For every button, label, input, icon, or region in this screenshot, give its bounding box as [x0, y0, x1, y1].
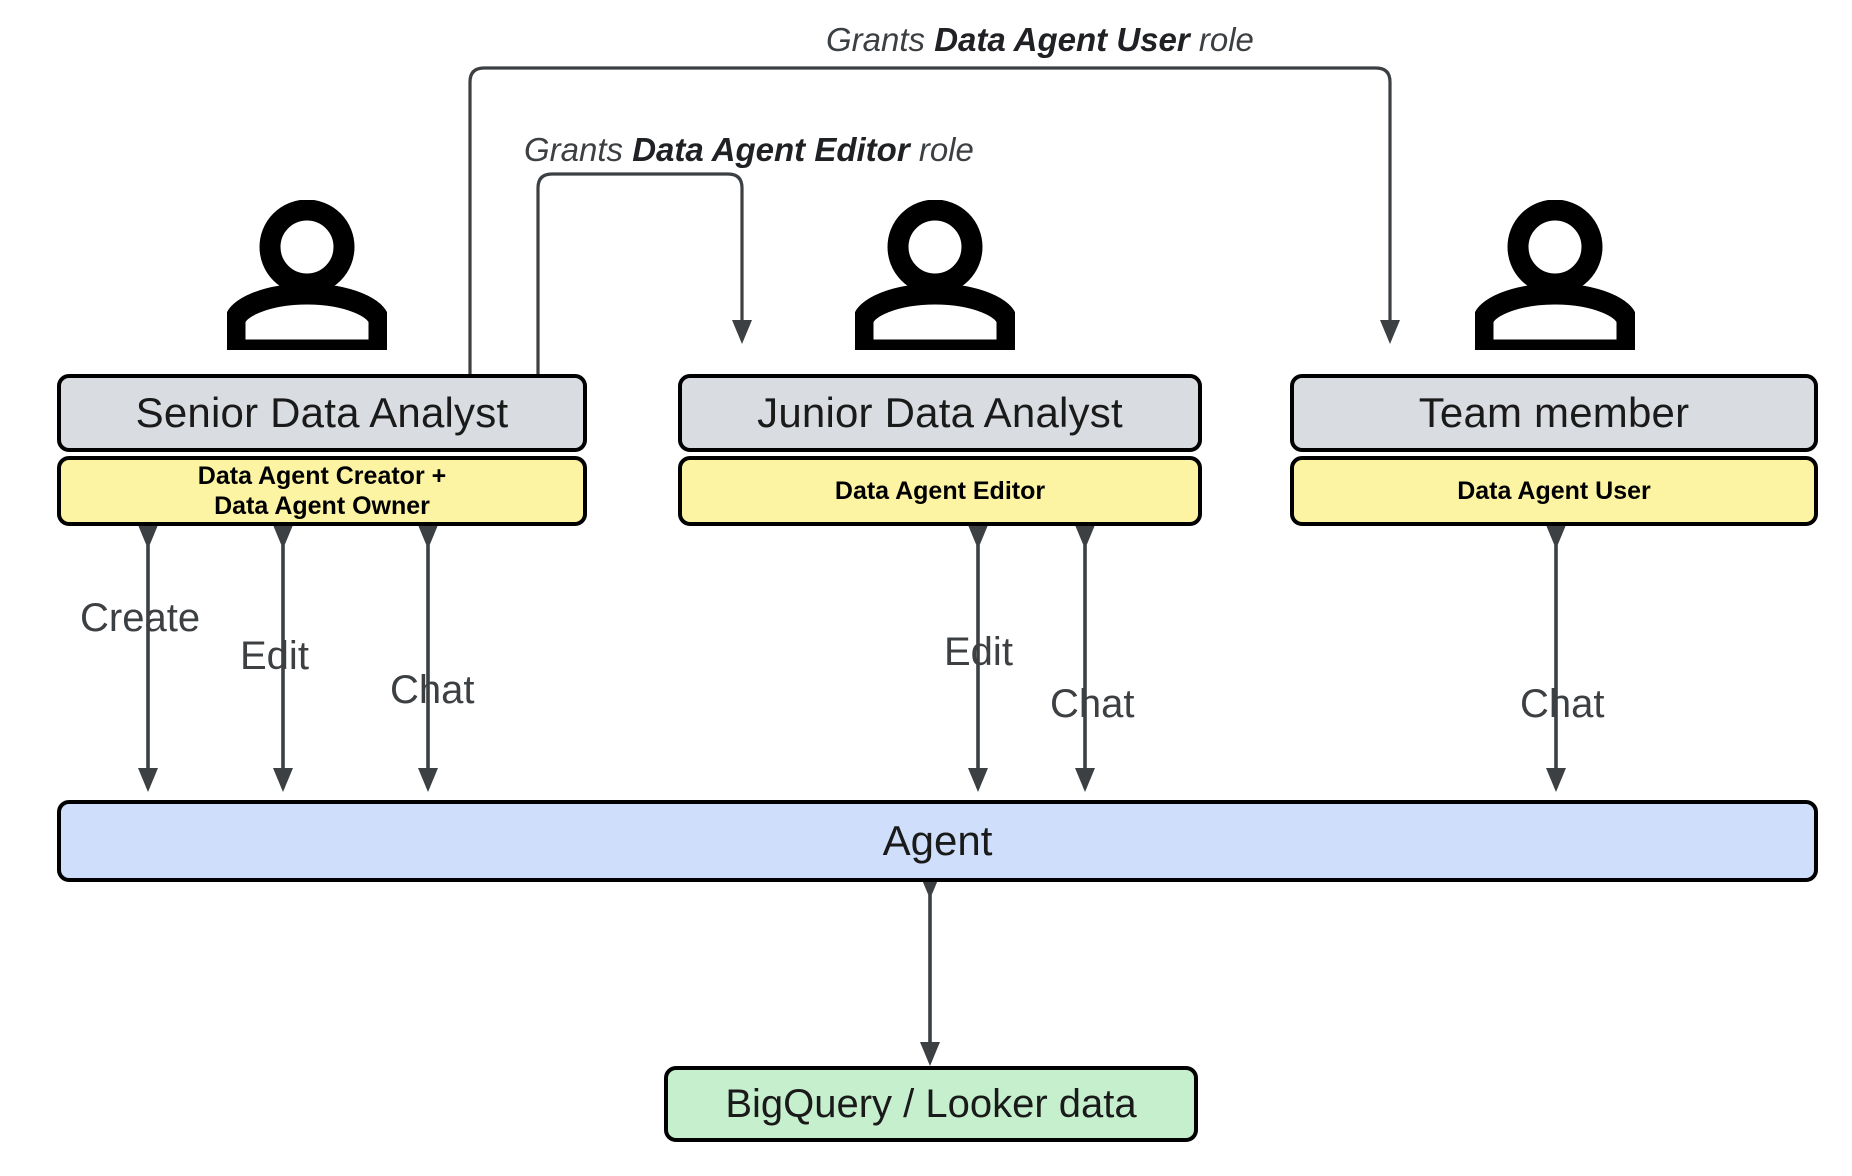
- action-text: Chat: [1520, 682, 1605, 726]
- action-text: Create: [80, 596, 201, 640]
- persona-title-label: Team member: [1418, 389, 1690, 436]
- action-label-team-chat: Chat: [1520, 682, 1605, 727]
- persona-title-team-member[interactable]: Team member: [1290, 374, 1818, 452]
- agent-label: Agent: [882, 817, 993, 864]
- persona-role-line2: Data Agent Owner: [214, 492, 430, 520]
- persona-role-line1: Data Agent Editor: [834, 476, 1046, 505]
- action-label-junior-edit: Edit: [944, 630, 1013, 675]
- action-label-junior-chat: Chat: [1050, 682, 1135, 727]
- person-icon: [852, 199, 1018, 361]
- grant-label-data-agent-editor: Grants Data Agent Editor role: [524, 131, 974, 169]
- persona-title-senior-data-analyst[interactable]: Senior Data Analyst: [57, 374, 587, 452]
- agent-box[interactable]: Agent: [57, 800, 1818, 882]
- data-source-box[interactable]: BigQuery / Looker data: [664, 1066, 1198, 1142]
- action-label-senior-edit: Edit: [240, 634, 309, 679]
- person-icon: [1472, 199, 1638, 361]
- connector-grants-data-agent-editor: [536, 172, 752, 374]
- persona-title-label: Senior Data Analyst: [135, 389, 509, 436]
- persona-role-team-member[interactable]: Data Agent User: [1290, 456, 1818, 526]
- person-icon: [224, 199, 390, 361]
- action-label-senior-create: Create: [80, 596, 200, 641]
- grant-suffix: role: [909, 131, 974, 168]
- persona-title-label: Junior Data Analyst: [757, 389, 1123, 436]
- grant-prefix: Grants: [524, 131, 633, 168]
- grant-suffix: role: [1189, 21, 1254, 58]
- action-text: Edit: [944, 630, 1013, 674]
- persona-role-junior-data-analyst[interactable]: Data Agent Editor: [678, 456, 1202, 526]
- persona-role-line1: Data Agent Creator +: [197, 461, 447, 490]
- persona-role-senior-data-analyst[interactable]: Data Agent Creator + Data Agent Owner: [57, 456, 587, 526]
- data-source-label: BigQuery / Looker data: [725, 1081, 1137, 1126]
- action-text: Chat: [390, 668, 475, 712]
- action-text: Edit: [240, 634, 309, 678]
- grant-emphasis: Data Agent User: [934, 21, 1190, 58]
- persona-role-line1: Data Agent User: [1457, 476, 1651, 505]
- persona-title-junior-data-analyst[interactable]: Junior Data Analyst: [678, 374, 1202, 452]
- grant-emphasis: Data Agent Editor: [632, 131, 910, 168]
- grant-prefix: Grants: [826, 21, 935, 58]
- action-text: Chat: [1050, 682, 1135, 726]
- grant-label-data-agent-user: Grants Data Agent User role: [826, 21, 1254, 59]
- action-label-senior-chat: Chat: [390, 668, 475, 713]
